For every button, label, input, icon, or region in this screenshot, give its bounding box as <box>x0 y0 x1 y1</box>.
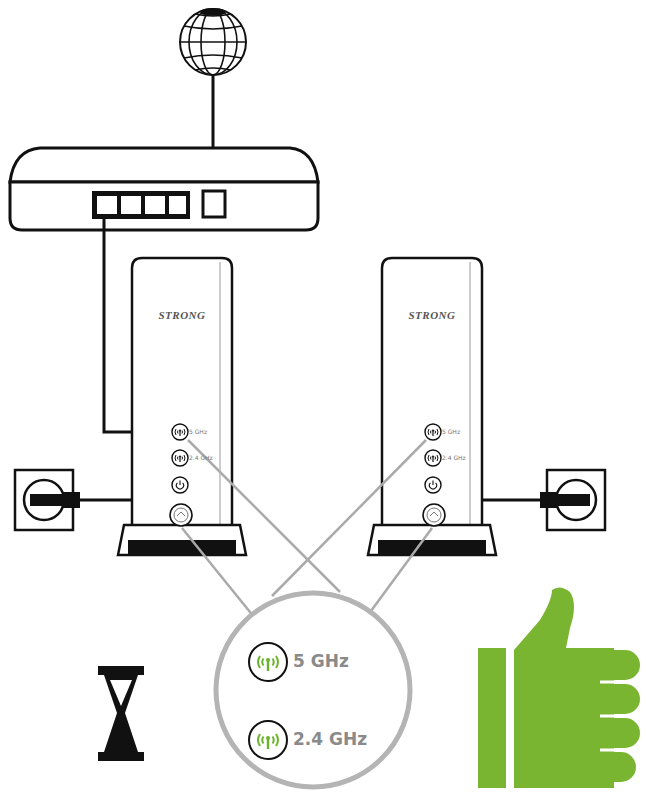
band-label: 5 GHz <box>293 653 349 670</box>
zoom-leader <box>188 440 426 596</box>
band-label: 2.4 GHz <box>189 455 213 461</box>
globe-icon <box>180 9 246 75</box>
band-label: 2.4 GHz <box>293 731 367 748</box>
adapter-device: STRONG 5 GHz 2.4 GHz <box>132 258 232 528</box>
brand-logo: STRONG <box>158 310 205 321</box>
zoom-leader <box>182 528 252 615</box>
zoom-leader <box>370 528 432 612</box>
adapter-device <box>368 258 496 555</box>
router <box>10 148 318 230</box>
hourglass-icon <box>98 666 144 761</box>
zoom-ring <box>213 590 413 790</box>
band-label: 5 GHz <box>442 429 460 435</box>
band-label: 5 GHz <box>189 429 207 435</box>
wall-socket <box>15 470 132 530</box>
adapter-device: STRONG 5 GHz 2.4 GHz <box>382 258 482 528</box>
wall-socket <box>482 470 605 530</box>
band-label: 2.4 GHz <box>442 455 466 461</box>
thumbs-up-icon <box>478 587 640 788</box>
zoom-circle: 5 GHz 2.4 GHz <box>213 590 413 790</box>
adapter-device <box>118 258 246 555</box>
ethernet-cable <box>104 214 134 432</box>
brand-logo: STRONG <box>408 310 455 321</box>
